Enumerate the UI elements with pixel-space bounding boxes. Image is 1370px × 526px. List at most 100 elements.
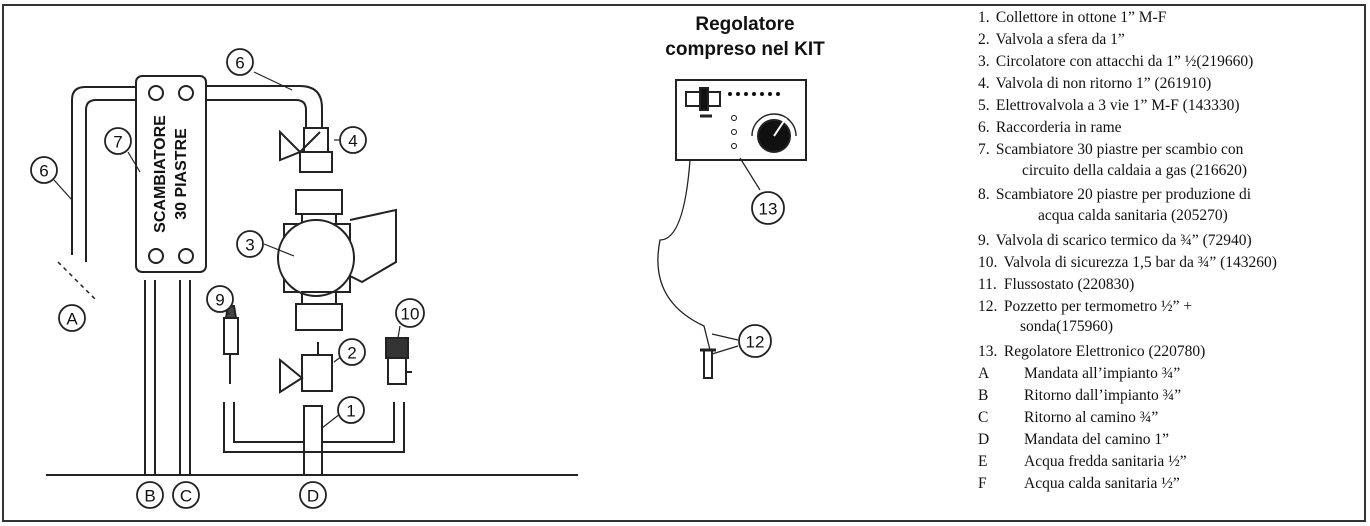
- legend-item: 6. Raccorderia in rame: [978, 119, 1122, 137]
- exchanger-label-line2: 30 PIASTRE: [173, 128, 190, 220]
- legend-text: Elettrovalvola a 3 vie 1” M-F (143330): [995, 97, 1240, 114]
- pump-terminal-box: [349, 208, 397, 284]
- probe-sensor: [703, 349, 713, 379]
- legend-text: Valvola di non ritorno 1” (261910): [995, 75, 1212, 92]
- exchanger-label-line1: SCAMBIATORE: [152, 115, 169, 233]
- legend-num: 8.: [978, 186, 990, 203]
- regulator-dial-scale: [751, 113, 797, 137]
- callout-a-circle: [58, 304, 86, 332]
- legend-continuation: circuito della caldaia a gas (216620): [1022, 162, 1248, 179]
- legend-item: 10. Valvola di sicurezza 1,5 bar da ¾” (…: [978, 254, 1277, 272]
- exchanger-port-br: [178, 248, 194, 264]
- callout-2: 2: [347, 344, 356, 363]
- callout-9-circle: [206, 285, 234, 313]
- safety-valve-body: [387, 357, 407, 385]
- legend-text: Ritorno dall’impianto ¾”: [1024, 387, 1182, 404]
- legend-text: Flussostato (220830): [1003, 276, 1135, 293]
- leader-6b: [253, 71, 293, 91]
- legend-num: F: [978, 475, 987, 492]
- legend-continuation: sonda(175960): [1020, 318, 1113, 335]
- callout-2-circle: [338, 338, 366, 366]
- legend-num: C: [978, 409, 989, 426]
- plate-exchanger: [135, 75, 207, 273]
- leader-12: [711, 333, 739, 341]
- legend-num: 2.: [978, 31, 990, 48]
- pump-top-nut: [295, 189, 343, 215]
- check-valve-nut: [299, 151, 333, 173]
- legend-item: A Mandata all’impianto ¾”: [978, 365, 1180, 383]
- discharge-valve-body: [223, 317, 239, 355]
- regulator-dot: [744, 92, 748, 96]
- callout-4: 4: [348, 132, 357, 151]
- pipe-left-outer: [71, 86, 136, 255]
- exchanger-port-tr: [178, 85, 194, 101]
- regulator-dot: [736, 92, 740, 96]
- kit-title-line2: compreso nel KIT: [665, 39, 825, 60]
- callout-d-circle: [299, 481, 327, 509]
- legend-item: 11. Flussostato (220830): [978, 276, 1134, 294]
- callout-c-circle: [172, 481, 200, 509]
- legend-text: Valvola a sfera da 1”: [995, 31, 1125, 48]
- pump-motor: [277, 219, 355, 297]
- legend-item: 13. Regolatore Elettronico (220780): [978, 343, 1205, 361]
- callout-b-circle: [136, 481, 164, 509]
- leader-7: [127, 151, 141, 173]
- legend-text: Ritorno al camino ¾”: [1024, 409, 1159, 426]
- callout-6a-circle: [30, 156, 58, 184]
- callout-13: 13: [759, 200, 778, 219]
- regulator-led: [731, 129, 737, 135]
- pump-bottom-nut: [295, 303, 343, 331]
- legend-item: 7. Scambiatore 30 piastre per scambio co…: [978, 141, 1243, 159]
- pipe-left-dash: [57, 261, 97, 301]
- leader-12b: [711, 345, 739, 355]
- legend-text: Scambiatore 30 piastre per scambio con: [995, 141, 1244, 158]
- legend-num: 11.: [978, 276, 997, 293]
- regulator-dot: [752, 92, 756, 96]
- pipe-right-inner: [206, 99, 307, 128]
- callout-1-circle: [337, 396, 365, 424]
- legend-text: Pozzetto per termometro ½” +: [1003, 298, 1193, 315]
- legend-num: 4.: [978, 75, 990, 92]
- regulator-dot: [760, 92, 764, 96]
- legend-item: 3. Circolatore con attacchi da 1” ½(2196…: [978, 53, 1253, 71]
- leader-1: [321, 413, 341, 429]
- callout-d: D: [307, 487, 319, 506]
- legend-text: Valvola di scarico termico da ¾” (72940): [995, 232, 1252, 249]
- ball-valve-body: [301, 354, 333, 392]
- check-valve-handle: [279, 129, 321, 162]
- legend-num: A: [978, 365, 990, 382]
- legend-text: Mandata all’impianto ¾”: [1024, 365, 1181, 382]
- regulator-dial-pointer: [773, 117, 787, 137]
- legend-item: 2. Valvola a sfera da 1”: [978, 31, 1125, 49]
- legend-text: Collettore in ottone 1” M-F: [995, 9, 1167, 26]
- manifold-stem: [303, 405, 323, 453]
- regulator-led: [731, 143, 737, 149]
- callout-3: 3: [245, 236, 254, 255]
- legend-num: 12.: [978, 298, 998, 315]
- regulator-kit-title: Regolatore compreso nel KIT: [640, 12, 850, 62]
- legend-num: D: [978, 431, 990, 448]
- regulator-switch-knob: [699, 87, 709, 111]
- legend-item: 8. Scambiatore 20 piastre per produzione…: [978, 186, 1251, 204]
- exchanger-port-tl: [148, 85, 164, 101]
- legend-num: 13.: [978, 343, 998, 360]
- leader-13: [739, 157, 761, 191]
- callout-7: 7: [113, 133, 122, 152]
- legend-item: 9. Valvola di scarico termico da ¾” (729…: [978, 232, 1252, 250]
- legend-text: Raccorderia in rame: [995, 119, 1122, 136]
- callout-12-circle: [738, 324, 772, 358]
- safety-valve-cap: [385, 337, 409, 359]
- legend-num: 6.: [978, 119, 990, 136]
- legend-item: 5. Elettrovalvola a 3 vie 1” M-F (143330…: [978, 97, 1240, 115]
- callout-10-circle: [395, 298, 425, 328]
- legend-text: Valvola di sicurezza 1,5 bar da ¾” (1432…: [1003, 254, 1277, 271]
- pipe-left-inner: [85, 99, 136, 262]
- callout-1: 1: [346, 402, 355, 421]
- legend-num: 1.: [978, 9, 990, 26]
- leader-10: [397, 325, 401, 339]
- leader-6a: [53, 179, 73, 201]
